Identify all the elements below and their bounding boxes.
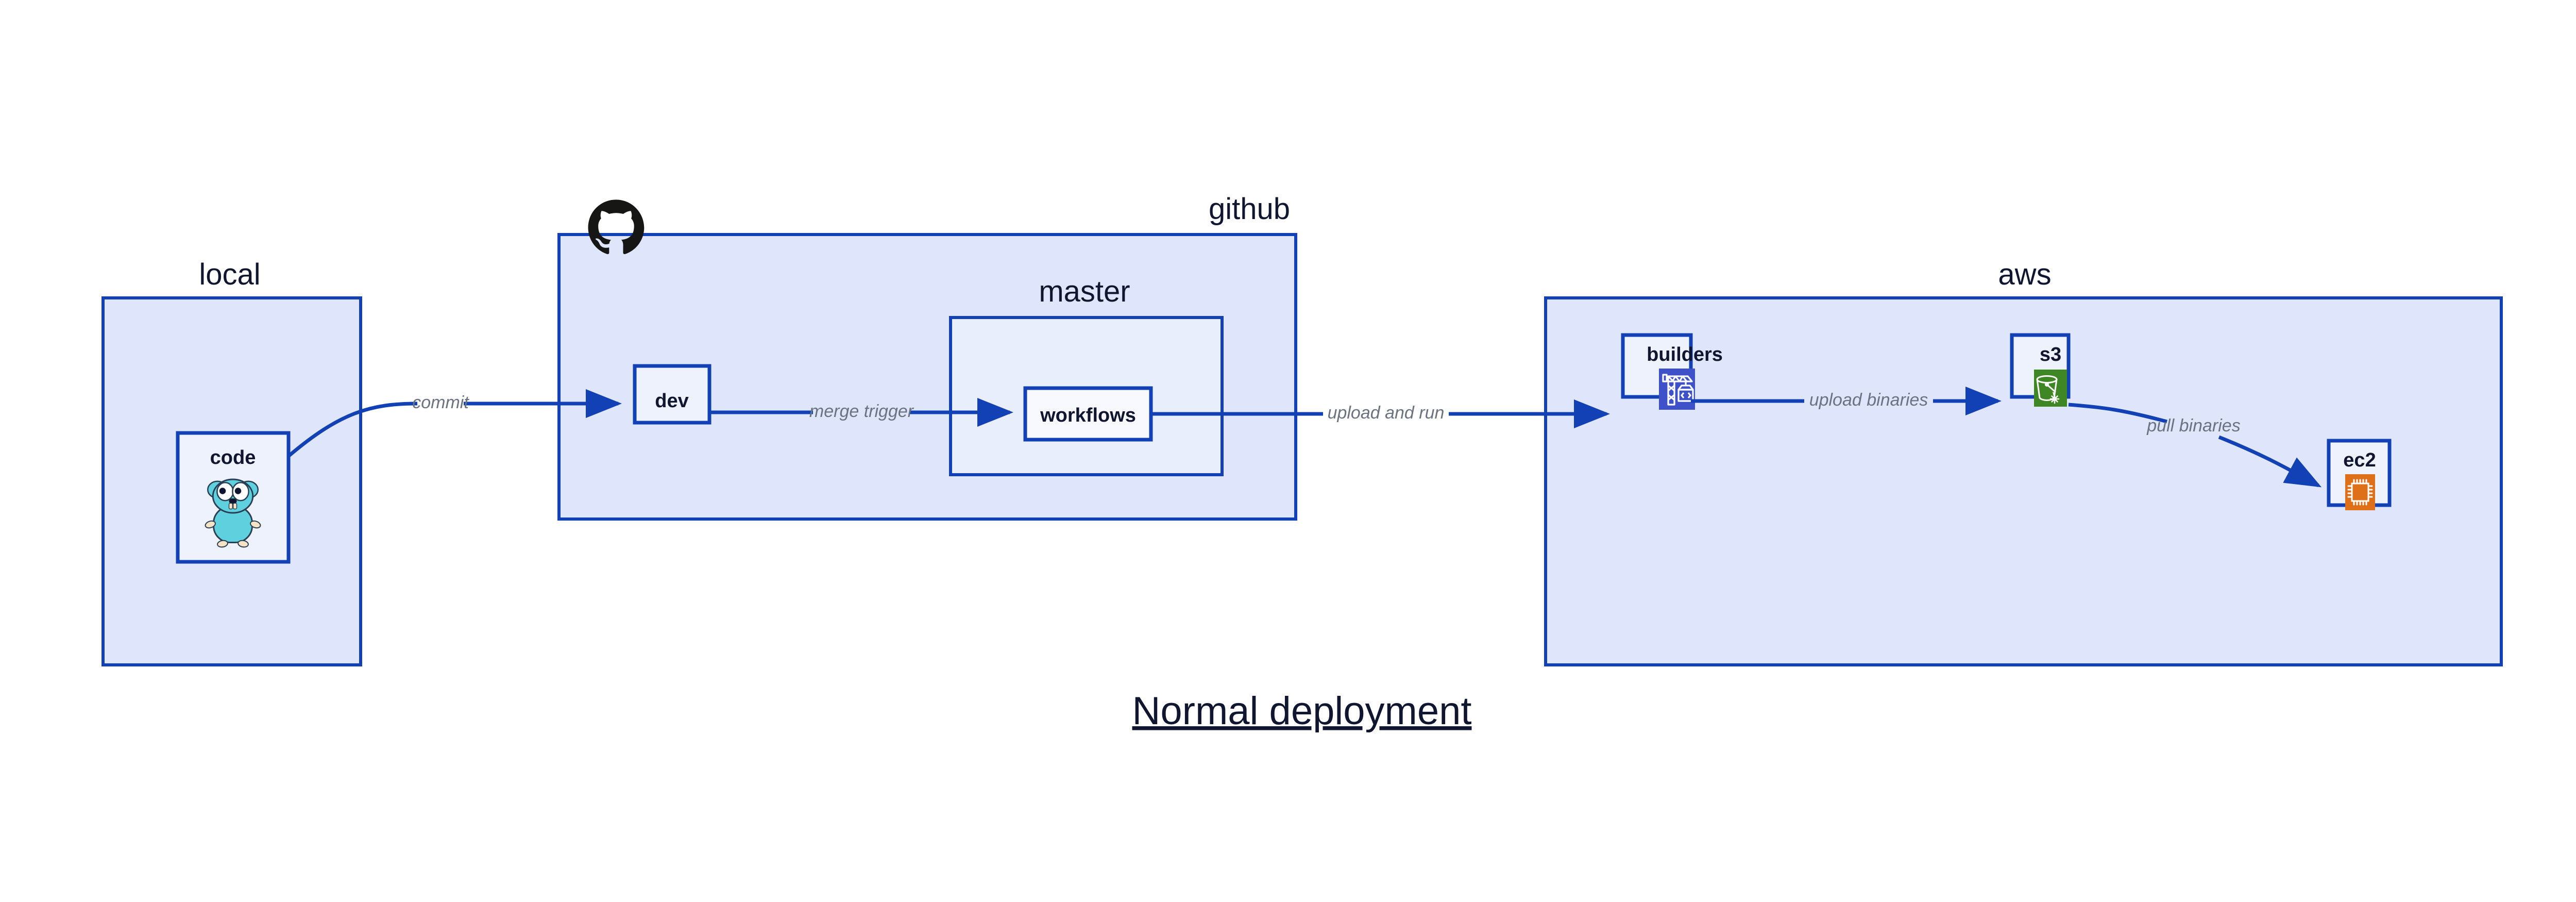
edge-commit[interactable]: commit: [287, 389, 622, 458]
edge-label-pull-binaries: pull binaries: [2146, 416, 2240, 436]
node-dev[interactable]: dev: [633, 364, 711, 425]
node-label-workflows: workflows: [1040, 405, 1136, 426]
container-label-master: master: [1039, 275, 1130, 308]
diagram-title: Normal deployment: [1132, 689, 1472, 733]
edge-label-merge-trigger: merge trigger: [809, 402, 914, 421]
aws-codebuild-crane-icon: [1659, 369, 1695, 410]
aws-s3-bucket-icon: [2034, 370, 2067, 407]
edge-merge-trigger[interactable]: merge trigger: [709, 398, 1013, 427]
node-builders[interactable]: builders: [1621, 333, 1723, 410]
github-octocat-icon: [588, 199, 645, 255]
edge-pull-binaries[interactable]: pull binaries: [2068, 403, 2322, 488]
edge-label-commit: commit: [412, 393, 469, 412]
edge-label-upload-binaries: upload binaries: [1809, 390, 1928, 410]
container-label-github: github: [1209, 192, 1290, 226]
node-s3[interactable]: s3: [2010, 333, 2071, 407]
go-gopher-icon: [205, 478, 261, 548]
edge-upload-binaries[interactable]: upload binaries: [1691, 387, 2002, 415]
node-code[interactable]: code: [176, 431, 291, 564]
node-rect-dev: [633, 364, 711, 425]
node-rect-workflows: [1023, 386, 1153, 442]
node-workflows[interactable]: workflows: [1023, 386, 1153, 442]
edge-label-upload-and-run: upload and run: [1328, 403, 1445, 423]
aws-ec2-chip-icon: [2345, 474, 2375, 510]
node-label-s3: s3: [2040, 344, 2061, 365]
node-ec2[interactable]: ec2: [2327, 439, 2392, 510]
node-label-ec2: ec2: [2343, 449, 2376, 471]
container-label-aws: aws: [1998, 258, 2051, 291]
container-label-local: local: [199, 258, 260, 291]
node-label-code: code: [210, 447, 256, 469]
node-rect-ec2: [2327, 439, 2392, 507]
node-label-builders: builders: [1647, 344, 1723, 365]
node-label-dev: dev: [655, 390, 688, 412]
edge-upload-and-run[interactable]: upload and run: [1151, 399, 1610, 428]
